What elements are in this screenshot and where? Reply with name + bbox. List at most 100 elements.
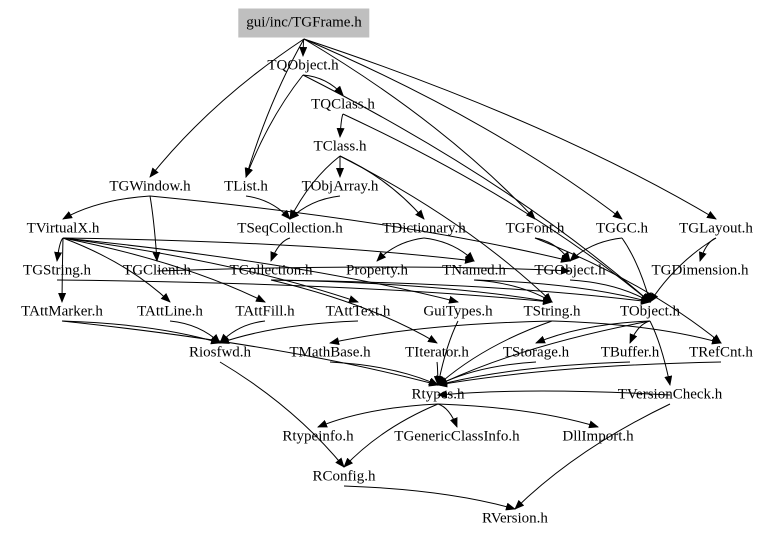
edge-tvirtualx-to-tatttext — [62, 237, 359, 303]
edge-tseqcollection-to-tcollection — [270, 237, 291, 262]
node-tgdimension[interactable]: TGDimension.h — [651, 262, 749, 279]
edge-tgframe-to-tgfont — [303, 38, 536, 220]
edge-tgframe-to-tlist — [244, 38, 305, 178]
edge-tstring-to-rtypes — [437, 320, 553, 386]
edge-tqclass-to-tclass — [336, 113, 345, 138]
edge-tobjarray-to-tseqcollection — [289, 195, 341, 220]
node-titerator[interactable]: TIterator.h — [405, 344, 469, 361]
edge-tglayout-to-tgdimension — [699, 237, 717, 262]
node-tatttext[interactable]: TAttText.h — [325, 303, 391, 320]
node-tgwindow[interactable]: TGWindow.h — [109, 178, 191, 195]
edge-titerator-to-rtypes — [433, 361, 442, 386]
edge-tggc-to-tgobject — [569, 237, 623, 262]
edge-tgwindow-to-tgclient — [149, 195, 161, 262]
edge-tgframe-to-tgwindow — [149, 38, 305, 178]
edge-tdictionary-to-tnamed — [423, 237, 475, 262]
node-tgfont[interactable]: TGFont.h — [505, 220, 565, 237]
edge-tattmarker-to-rtypes — [61, 320, 439, 387]
edge-tvirtualx-to-tattfill — [62, 237, 266, 303]
edge-tgframe-to-tggc — [303, 38, 623, 220]
edge-tcollection-to-tobject — [270, 279, 651, 305]
node-tattmarker[interactable]: TAttMarker.h — [21, 303, 103, 320]
edge-tvirtualx-to-tattmarker — [58, 237, 67, 303]
node-tbuffer[interactable]: TBuffer.h — [600, 344, 660, 361]
node-tattline[interactable]: TAttLine.h — [137, 303, 203, 320]
edge-tversioncheck-to-rversion — [514, 403, 671, 510]
edge-rtypes-to-rconfig — [343, 403, 439, 468]
edge-tvirtualx-to-tgstring — [54, 237, 64, 262]
edge-tattline-to-riosfwd — [169, 320, 221, 344]
edge-tgframe-to-tglayout — [303, 38, 717, 220]
edge-tgfont-to-trefcnt — [534, 237, 722, 344]
edge-tgwindow-to-tvirtualx — [62, 195, 151, 220]
edge-tversioncheck-to-rtypes — [437, 390, 671, 399]
edge-tqobject-to-tobject — [302, 74, 651, 303]
node-tobjarray[interactable]: TObjArray.h — [301, 178, 379, 195]
edge-riosfwd-to-rconfig — [219, 361, 345, 468]
node-tdictionary[interactable]: TDictionary.h — [382, 220, 466, 237]
edge-rtypes-to-dllimport — [437, 403, 599, 429]
node-tgclient[interactable]: TGClient.h — [123, 262, 191, 279]
node-tgobject[interactable]: TGObject.h — [534, 262, 606, 279]
edge-tobject-to-tstorage — [535, 320, 651, 344]
edge-tgclient-to-tgobject — [156, 266, 571, 275]
node-rtypeinfo[interactable]: Rtypeinfo.h — [282, 428, 354, 445]
edge-tnamed-to-tobject — [473, 279, 651, 304]
edge-tclass-to-tstring — [339, 155, 553, 303]
edge-tgstring-to-tstring — [56, 279, 553, 306]
root-node-tgframe[interactable]: gui/inc/TGFrame.h — [238, 8, 370, 38]
node-rversion[interactable]: RVersion.h — [482, 510, 548, 527]
node-tnamed[interactable]: TNamed.h — [442, 262, 506, 279]
edge-rtypes-to-rtypeinfo — [317, 403, 439, 428]
edge-tvirtualx-to-tattline — [62, 237, 171, 303]
node-tversioncheck[interactable]: TVersionCheck.h — [617, 386, 723, 403]
node-riosfwd[interactable]: Riosfwd.h — [188, 344, 252, 361]
edge-tgframe-to-tqobject — [299, 38, 308, 57]
edge-tlist-to-tseqcollection — [245, 195, 291, 220]
node-tqclass[interactable]: TQClass.h — [311, 96, 375, 113]
edge-tvirtualx-to-tnamed — [62, 237, 475, 264]
edge-tmathbase-to-rtypes — [329, 361, 439, 386]
edge-tgwindow-to-tgobject — [149, 195, 571, 263]
node-rconfig[interactable]: RConfig.h — [312, 468, 376, 485]
node-tobject[interactable]: TObject.h — [619, 303, 681, 320]
node-tgstring[interactable]: TGString.h — [23, 262, 91, 279]
node-tseqcollection[interactable]: TSeqCollection.h — [237, 220, 343, 237]
edge-tobject-to-tversioncheck — [649, 320, 673, 386]
node-guitypes[interactable]: GuiTypes.h — [423, 303, 493, 320]
edge-tattmarker-to-riosfwd — [61, 320, 221, 345]
edge-tglayout-to-tobject — [649, 237, 717, 303]
edge-tstring-to-tmathbase — [329, 320, 553, 346]
edge-rtypes-to-tgenericclassinfo — [437, 403, 458, 428]
node-dllimport[interactable]: DllImport.h — [562, 428, 634, 445]
node-trefcnt[interactable]: TRefCnt.h — [689, 344, 753, 361]
node-tstring[interactable]: TString.h — [523, 303, 581, 320]
node-tlist[interactable]: TList.h — [224, 178, 268, 195]
edge-tqobject-to-tqclass — [302, 74, 344, 96]
edge-tobject-to-rtypes — [437, 320, 651, 386]
edge-tqobject-to-tlist — [245, 74, 304, 178]
node-tstorage[interactable]: TStorage.h — [502, 344, 570, 361]
node-tvirtualx[interactable]: TVirtualX.h — [26, 220, 100, 237]
node-rtypes[interactable]: Rtypes.h — [411, 386, 465, 403]
edge-tbuffer-to-rtypes — [437, 361, 631, 387]
node-tgenericclassinfo[interactable]: TGenericClassInfo.h — [394, 428, 520, 445]
node-tcollection[interactable]: TCollection.h — [229, 262, 313, 279]
edge-tcollection-to-tstring — [270, 279, 553, 305]
node-property[interactable]: Property.h — [346, 262, 408, 279]
edge-trefcnt-to-rtypes — [437, 361, 722, 388]
node-tqobject[interactable]: TQObject.h — [267, 57, 339, 74]
node-tggc[interactable]: TGGC.h — [595, 220, 649, 237]
node-tglayout[interactable]: TGLayout.h — [679, 220, 753, 237]
node-tattfill[interactable]: TAttFill.h — [235, 303, 295, 320]
edge-tatttext-to-riosfwd — [219, 320, 359, 344]
node-tclass[interactable]: TClass.h — [313, 138, 367, 155]
edge-rconfig-to-rversion — [343, 485, 516, 511]
edge-tgobject-to-tobject — [569, 279, 651, 303]
edge-tdictionary-to-property — [376, 237, 425, 262]
node-tmathbase[interactable]: TMathBase.h — [289, 344, 371, 361]
edge-tgfont-to-tgobject — [534, 237, 571, 262]
edge-tggc-to-tobject — [621, 237, 652, 303]
